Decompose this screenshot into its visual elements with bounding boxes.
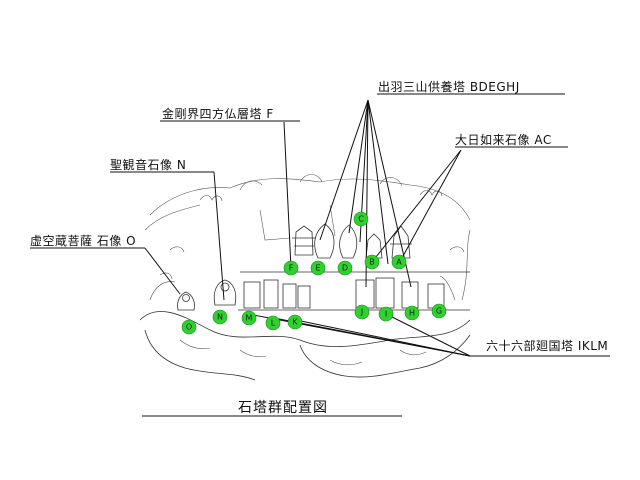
marker-i: I: [378, 306, 394, 322]
svg-text:E: E: [315, 264, 320, 273]
diagram-caption: 石塔群配置図: [238, 400, 328, 416]
callout-dainichi: 大日如来石像 AC: [455, 133, 552, 147]
marker-o: O: [181, 319, 197, 335]
svg-text:A: A: [396, 258, 402, 267]
marker-l: L: [265, 315, 281, 331]
svg-text:L: L: [271, 319, 276, 328]
svg-text:M: M: [246, 314, 253, 323]
marker-g: G: [431, 303, 447, 319]
sketch-background: [139, 174, 471, 381]
svg-text:O: O: [186, 323, 192, 332]
marker-j: J: [354, 304, 370, 320]
svg-text:J: J: [360, 308, 363, 317]
callout-shokannon: 聖観音石像 N: [110, 158, 187, 172]
marker-e: E: [310, 260, 326, 276]
marker-k: K: [287, 314, 303, 330]
callout-dewa-sanzan: 出羽三山供養塔 BDEGHJ: [378, 80, 520, 94]
callout-kokuzo: 虚空蔵菩薩 石像 O: [30, 234, 137, 248]
marker-h: H: [404, 305, 420, 321]
svg-text:N: N: [217, 313, 223, 322]
marker-c: C: [353, 211, 369, 227]
svg-text:I: I: [385, 310, 387, 319]
svg-text:B: B: [369, 258, 375, 267]
marker-m: M: [241, 310, 257, 326]
callout-rokujuroku: 六十六部廻国塔 IKLM: [486, 339, 609, 353]
marker-a: A: [391, 254, 407, 270]
callout-kongokai: 金剛界四方仏層塔 F: [162, 107, 274, 121]
marker-b: B: [364, 254, 380, 270]
svg-text:G: G: [436, 307, 442, 316]
svg-text:F: F: [289, 264, 294, 273]
marker-d: D: [337, 260, 353, 276]
marker-f: F: [283, 260, 299, 276]
svg-text:D: D: [342, 264, 348, 273]
marker-n: N: [212, 309, 228, 325]
svg-text:H: H: [409, 309, 415, 318]
svg-text:C: C: [358, 215, 364, 224]
leader-lines: [30, 93, 610, 417]
svg-text:K: K: [292, 318, 298, 327]
